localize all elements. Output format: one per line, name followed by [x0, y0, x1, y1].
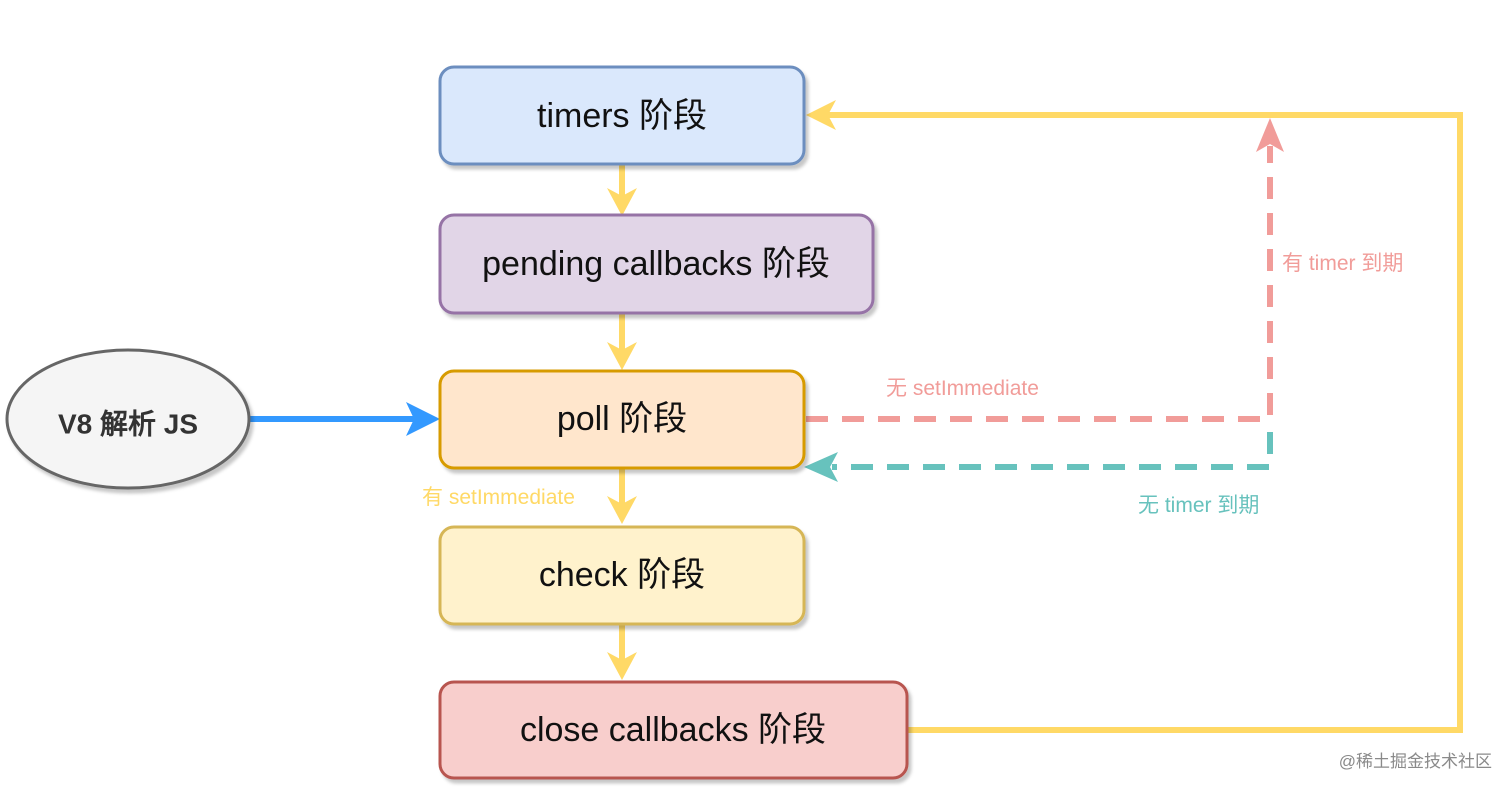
node-close-callbacks: close callbacks 阶段 [438, 680, 909, 780]
edge-pending-to-poll [607, 314, 637, 370]
node-v8-parse-js-label: V8 解析 JS [58, 409, 198, 440]
label-has-setimmediate: 有 setImmediate [422, 486, 575, 509]
node-poll: poll 阶段 [438, 369, 806, 470]
label-no-timer-expired: 无 timer 到期 [1138, 494, 1259, 517]
node-timers: timers 阶段 [438, 65, 806, 166]
loop-back-arrowhead [806, 100, 836, 130]
node-close-callbacks-label: close callbacks 阶段 [520, 711, 826, 749]
edge-no-timer-back-to-poll [804, 432, 1273, 482]
label-no-setimmediate: 无 setImmediate [886, 377, 1039, 400]
node-poll-label: poll 阶段 [557, 400, 687, 438]
edge-v8-to-poll [250, 402, 440, 436]
edge-poll-to-check [607, 469, 637, 524]
label-has-timer-expired: 有 timer 到期 [1282, 252, 1403, 275]
node-timers-label: timers 阶段 [537, 97, 707, 135]
node-check: check 阶段 [438, 525, 806, 626]
node-check-label: check 阶段 [539, 556, 705, 594]
node-v8-parse-js: V8 解析 JS [5, 348, 251, 490]
node-pending-callbacks-label: pending callbacks 阶段 [482, 245, 830, 283]
edge-check-to-close [607, 625, 637, 680]
edge-timers-to-pending [607, 165, 637, 216]
edge-poll-has-timer [806, 118, 1284, 422]
loop-back-edge [806, 100, 1463, 733]
watermark: @稀土掘金技术社区 [1338, 752, 1492, 771]
node-pending-callbacks: pending callbacks 阶段 [438, 213, 875, 315]
